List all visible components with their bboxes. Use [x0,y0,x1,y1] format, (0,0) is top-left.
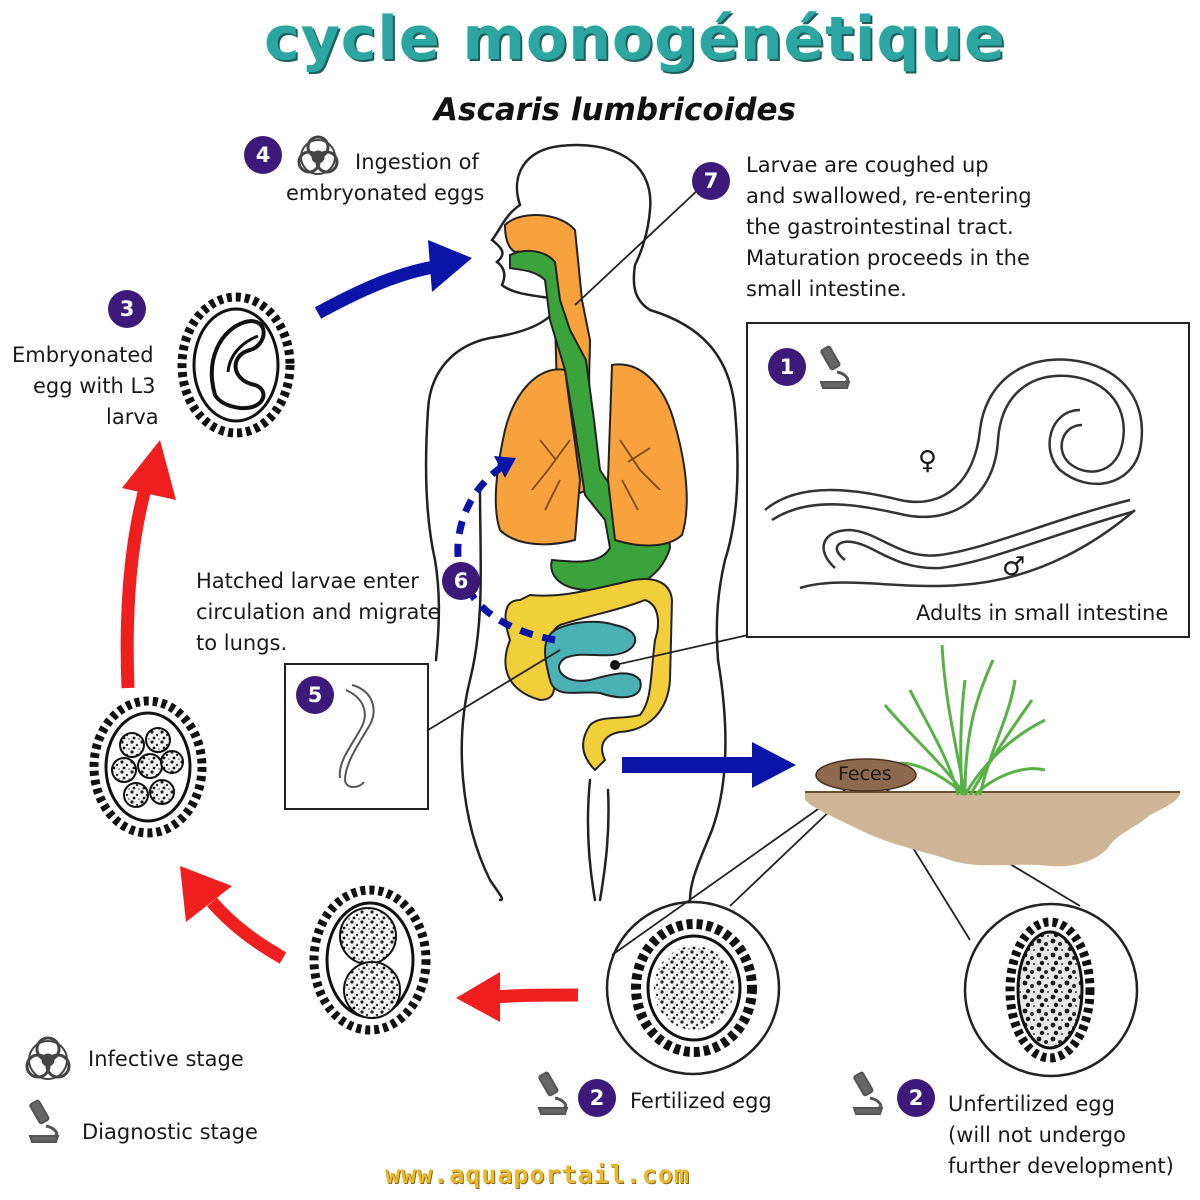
step7-line2: and swallowed, re-entering [746,184,1032,208]
step7-line1: Larvae are coughed up [746,153,989,177]
fertilized-egg-caption: Fertilized egg [630,1089,772,1113]
step6-badge: 6 [442,562,480,600]
grass [883,644,1046,797]
step3-line1: Embryonated [12,343,154,367]
female-symbol: ♀ [918,446,938,476]
red-arrow-fertilized-to-cleaving [494,988,579,1004]
excretion-arrow-shaft [622,757,762,773]
step6-line2: circulation and migrate [196,600,441,624]
step2-fertilized-badge: 2 [578,1079,616,1117]
step1-pointer [614,634,749,666]
step3-line2: egg with L3 [33,374,156,398]
footer-url[interactable]: www.aquaportail.com [385,1160,690,1189]
embryonated-egg [177,292,295,438]
red-arrowhead-2 [180,866,232,922]
step7-line4: Maturation proceeds in the [746,246,1030,270]
microscope-icon [819,345,851,389]
step5-pointer [427,649,561,731]
step1-panel [746,322,1190,638]
step5-panel [284,663,429,810]
step2-unfertilized-badge: 2 [897,1079,935,1117]
step7-line5: small intestine. [746,277,907,301]
step1-caption: Adults in small intestine [916,601,1169,625]
migration-path-dashed [454,461,556,644]
step6-line1: Hatched larvae enter [196,569,419,593]
morula-egg [89,696,207,838]
legend-infective-label: Infective stage [88,1047,244,1071]
unfertilized-egg-caption-1: Unfertilized egg [948,1092,1115,1116]
step7-badge: 7 [692,162,730,200]
legend-diagnostic-label: Diagnostic stage [82,1120,258,1144]
legend-microscope-icon [28,1099,60,1143]
ingestion-arrowhead [428,240,472,292]
red-arrowhead-3 [122,440,176,500]
step4-line2: embryonated eggs [286,181,485,205]
step1-badge: 1 [768,348,806,386]
lungs [494,363,688,547]
species-name: Ascaris lumbricoides [434,92,796,128]
feces-mound [815,758,917,792]
step7-line3: the gastrointestinal tract. [746,215,1014,239]
human-body-outline [424,143,739,902]
small-intestine [544,620,642,699]
legend-biohazard-icon [25,1036,71,1080]
adult-worms [764,358,1144,590]
step6-line3: to lungs. [196,631,288,655]
page-title: cycle monogénétique [264,4,1006,74]
step5-badge: 5 [296,676,334,714]
soil-ground [805,792,1181,867]
red-arrowhead-1 [456,972,500,1022]
unfertilized-egg-caption-3: further development) [948,1154,1174,1178]
migration-arrowhead [494,456,516,478]
excretion-arrowhead [752,742,796,788]
step4-line1: Ingestion of [355,150,479,174]
fertilized-egg-magnified [605,900,781,1076]
male-symbol: ♂ [1002,552,1026,582]
step4-badge: 4 [244,136,282,174]
larva [338,684,375,788]
red-arrow-morula-to-embryonated [120,476,155,689]
unfertilized-egg-magnified [963,902,1139,1078]
microscope-icon-unfertilized [852,1071,884,1115]
step3-line3: larva [106,405,159,429]
red-arrow-cleaving-to-morula [207,897,287,964]
step3-badge: 3 [108,290,146,328]
large-intestine [504,578,674,772]
microscope-icon-fertilized [537,1071,569,1115]
biohazard-icon [297,135,339,175]
unfertilized-egg-caption-2: (will not undergo [948,1123,1126,1147]
two-cell-egg [309,885,431,1035]
feces-label: Feces [838,763,892,785]
step7-pointer [574,187,701,306]
ingestion-arrow [314,259,441,319]
